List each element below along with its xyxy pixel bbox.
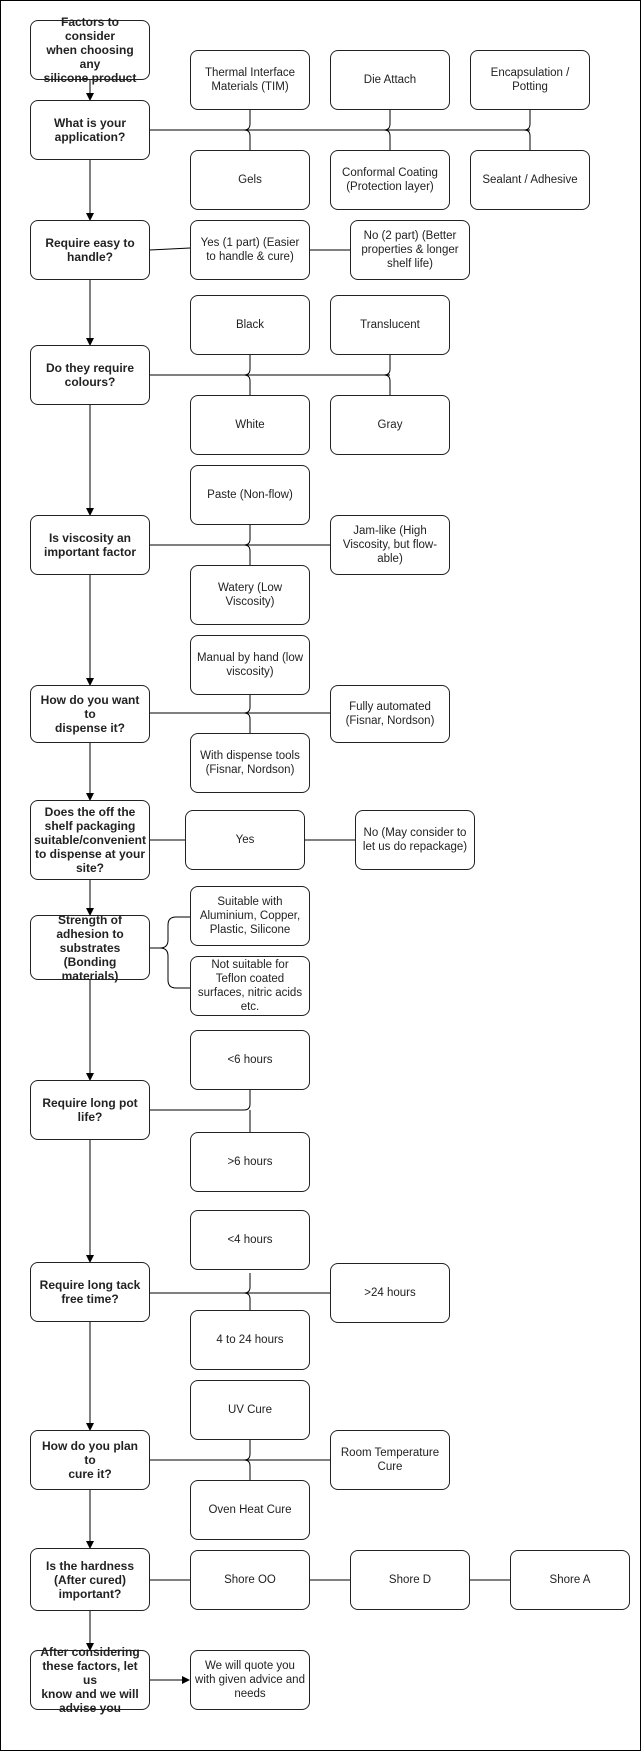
question-colours: Do they require colours?	[30, 345, 150, 405]
branch-line	[149, 247, 191, 251]
branch-line	[523, 129, 531, 150]
option-black: Black	[190, 295, 310, 355]
brace	[150, 947, 190, 989]
question-dispense: How do you want to dispense it?	[30, 685, 150, 743]
option-gels: Gels	[190, 150, 310, 210]
option-yes: Yes	[185, 810, 305, 870]
option-manual: Manual by hand (low viscosity)	[190, 635, 310, 695]
question-pot-life: Require long pot life?	[30, 1080, 150, 1140]
option-room-temperature: Room Temperature Cure	[330, 1430, 450, 1490]
question-viscosity: Is viscosity an important factor	[30, 515, 150, 575]
question-tack-free: Require long tack free time?	[30, 1262, 150, 1322]
question-adhesion: Strength of adhesion to substrates (Bond…	[30, 913, 150, 983]
branch-line	[243, 1292, 251, 1313]
option-sealant: Sealant / Adhesive	[470, 150, 590, 210]
branch-line	[150, 1090, 251, 1111]
option-translucent: Translucent	[330, 295, 450, 355]
branch-line	[243, 129, 251, 150]
option-suitable: Suitable with Aluminium, Copper, Plastic…	[190, 886, 310, 946]
option-encapsulation: Encapsulation / Potting	[470, 50, 590, 110]
option-watery: Watery (Low Viscosity)	[190, 565, 310, 625]
option-over-6-hours: >6 hours	[190, 1132, 310, 1192]
final-advice-node: After considering these factors, let us …	[30, 1645, 150, 1715]
option-gray: Gray	[330, 395, 450, 455]
option-shore-a: Shore A	[510, 1550, 630, 1610]
option-shore-d: Shore D	[350, 1550, 470, 1610]
option-repackage: No (May consider to let us do repackage)	[355, 810, 475, 870]
option-fully-automated: Fully automated (Fisnar, Nordson)	[330, 685, 450, 743]
branch-line	[243, 712, 251, 733]
question-cure: How do you plan to cure it?	[30, 1430, 150, 1490]
option-1-part: Yes (1 part) (Easier to handle & cure)	[190, 220, 310, 280]
option-jam-like: Jam-like (High Viscosity, but flow- able…	[330, 515, 450, 575]
question-packaging: Does the off the shelf packaging suitabl…	[30, 800, 150, 880]
title-node: Factors to consider when choosing any si…	[30, 15, 150, 85]
question-handle: Require easy to handle?	[30, 220, 150, 280]
option-tim: Thermal Interface Materials (TIM)	[190, 50, 310, 110]
option-dispense-tools: With dispense tools (Fisnar, Nordson)	[190, 733, 310, 793]
question-application: What is your application?	[30, 100, 150, 160]
option-conformal-coating: Conformal Coating (Protection layer)	[330, 150, 450, 210]
question-hardness: Is the hardness (After cured) important?	[30, 1548, 150, 1611]
option-shore-oo: Shore OO	[190, 1550, 310, 1610]
branch-line	[243, 544, 251, 565]
option-4-to-24-hours: 4 to 24 hours	[190, 1310, 310, 1370]
branch-line	[243, 374, 251, 395]
branch-line	[383, 374, 391, 395]
option-paste: Paste (Non-flow)	[190, 465, 310, 525]
branch-line	[383, 129, 391, 150]
option-uv-cure: UV Cure	[190, 1380, 310, 1440]
option-under-4-hours: <4 hours	[190, 1210, 310, 1270]
option-oven-heat: Oven Heat Cure	[190, 1480, 310, 1540]
option-not-suitable: Not suitable for Teflon coated surfaces,…	[190, 956, 310, 1016]
branch-line	[243, 1459, 251, 1480]
option-over-24-hours: >24 hours	[330, 1263, 450, 1323]
option-white: White	[190, 395, 310, 455]
option-2-part: No (2 part) (Better properties & longer …	[350, 220, 470, 280]
final-quote-node: We will quote you with given advice and …	[190, 1650, 310, 1710]
option-under-6-hours: <6 hours	[190, 1030, 310, 1090]
option-die-attach: Die Attach	[330, 50, 450, 110]
brace	[150, 916, 190, 949]
